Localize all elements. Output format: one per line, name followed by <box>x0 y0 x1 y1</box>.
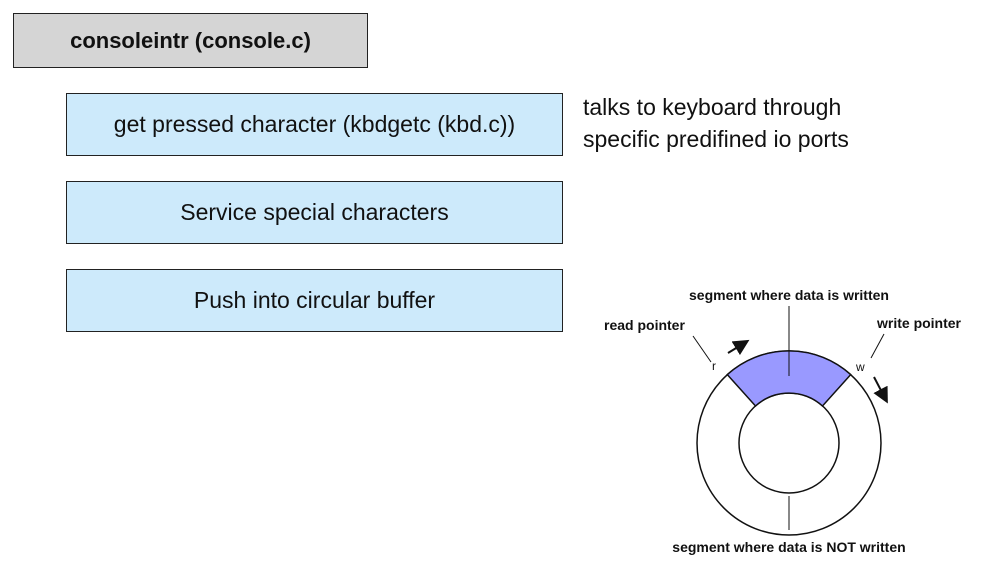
write-direction-arrow <box>873 376 888 404</box>
step-get-pressed-character: get pressed character (kbdgetc (kbd.c)) <box>66 93 563 156</box>
step-label: Service special characters <box>180 199 449 225</box>
circular-buffer-diagram: r w segment where data is written read p… <box>604 287 962 555</box>
step-label: Push into circular buffer <box>193 287 436 313</box>
read-pointer-label: read pointer <box>604 317 685 333</box>
keyboard-note: talks to keyboard through specific predi… <box>583 91 849 155</box>
buffer-inner-ring <box>738 392 840 494</box>
step-push-into-circular-buffer: Push into circular buffer <box>66 269 563 332</box>
step-label: get pressed character (kbdgetc (kbd.c)) <box>113 111 516 137</box>
note-line-1: talks to keyboard through <box>583 94 842 120</box>
written-segment-label: segment where data is written <box>689 287 889 303</box>
write-pointer-leader-line <box>870 333 885 359</box>
title-text: consoleintr (console.c) <box>70 27 311 53</box>
read-direction-arrow <box>727 339 750 356</box>
step-service-special-characters: Service special characters <box>66 181 563 244</box>
written-segment <box>726 350 852 408</box>
write-pointer-label: write pointer <box>876 315 962 331</box>
read-pointer-leader-line <box>692 335 712 363</box>
title-box: consoleintr (console.c) <box>13 13 368 68</box>
not-written-segment-label: segment where data is NOT written <box>672 539 905 555</box>
read-pointer-marker: r <box>712 359 716 373</box>
write-pointer-marker: w <box>855 360 865 374</box>
note-line-2: specific predifined io ports <box>583 126 849 152</box>
